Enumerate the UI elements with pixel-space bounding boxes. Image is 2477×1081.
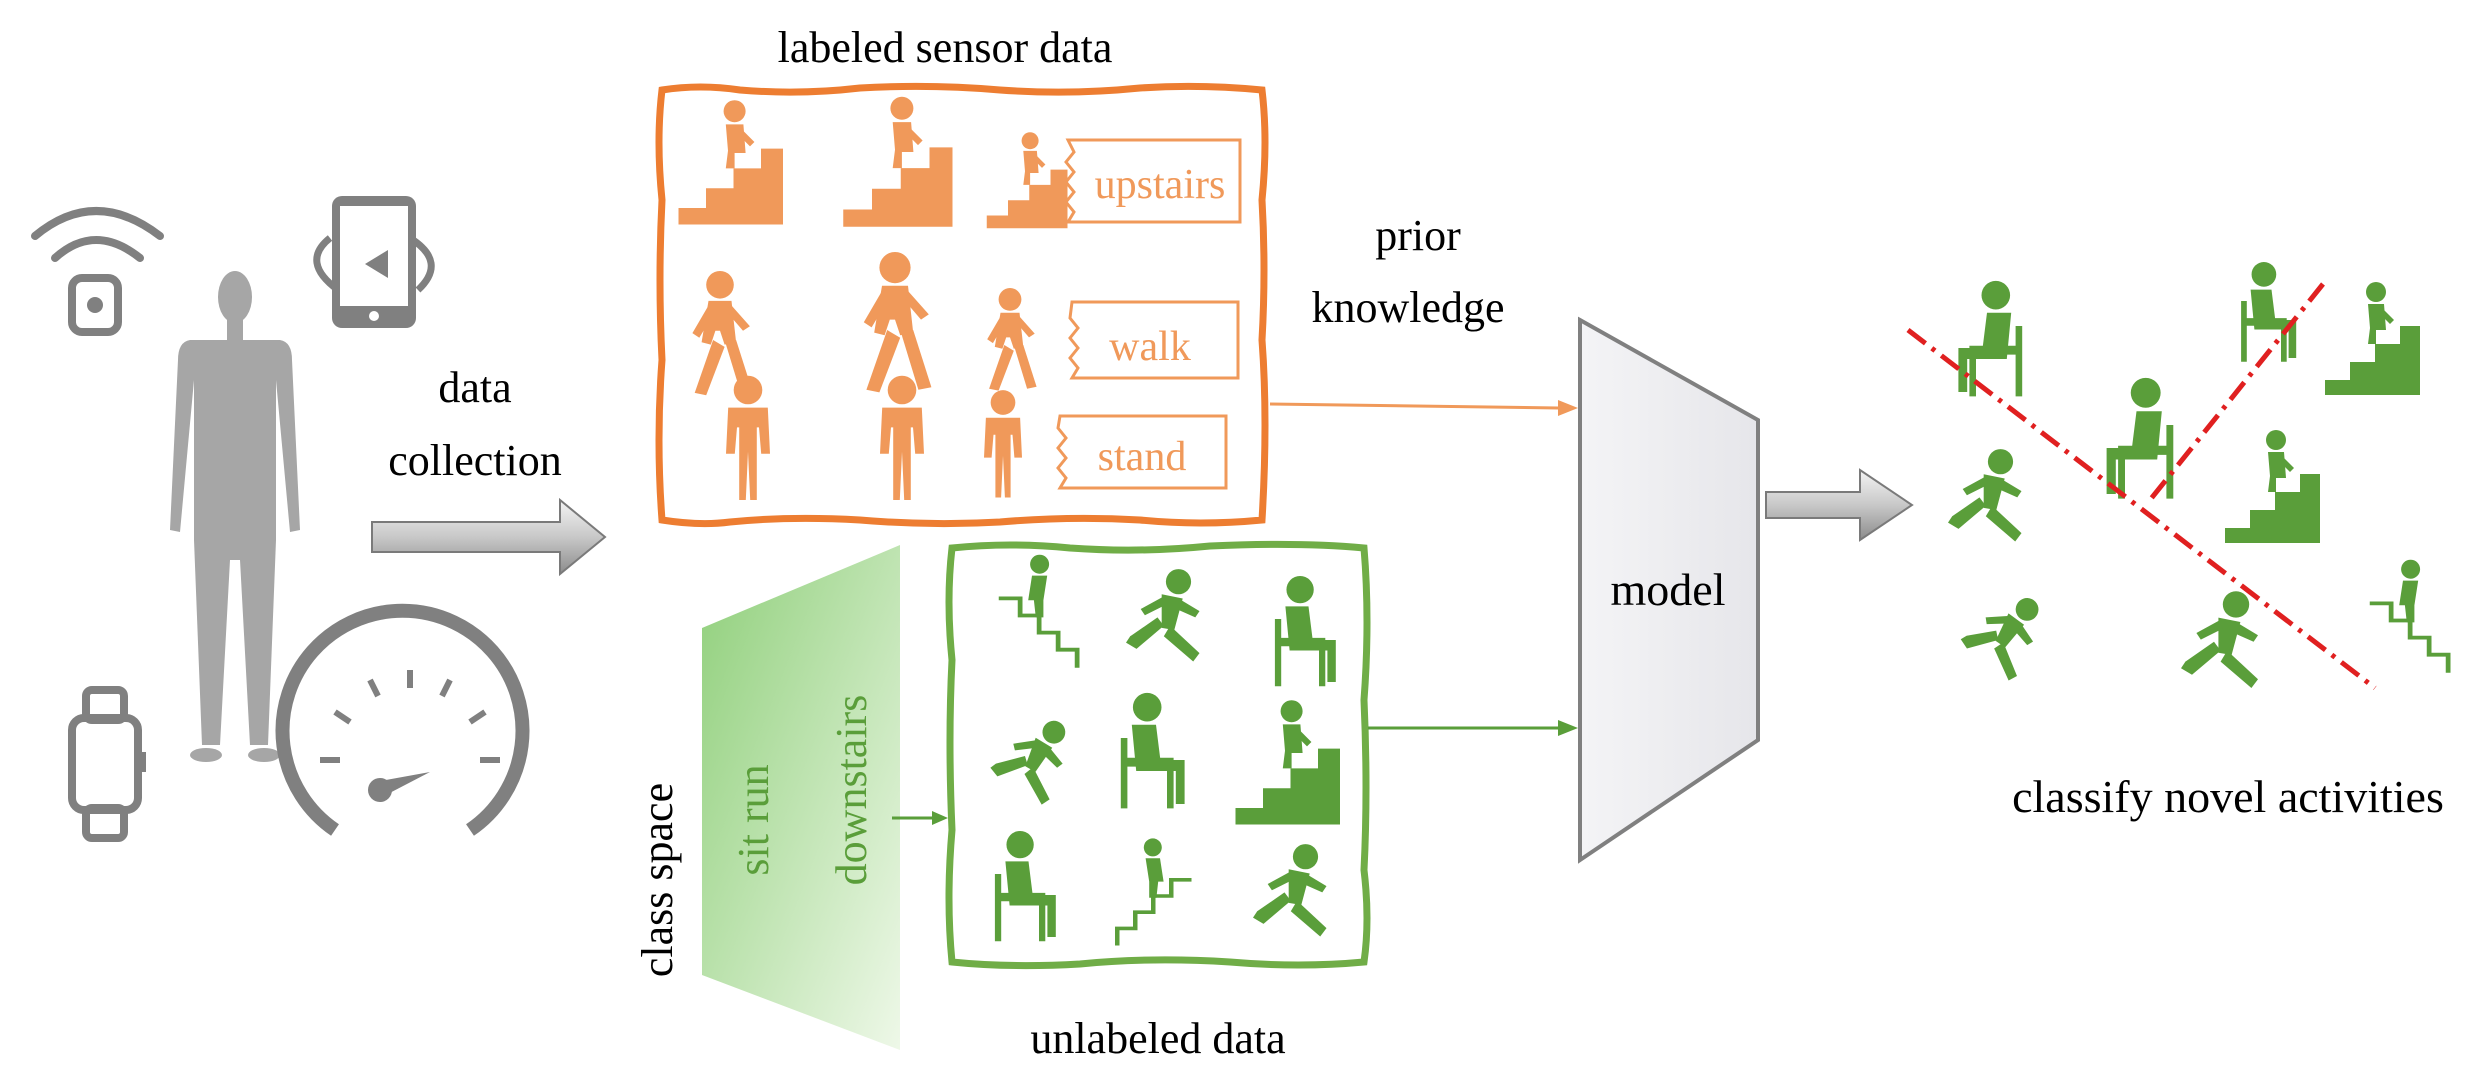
tag-upstairs-label: upstairs — [1095, 162, 1226, 208]
labeled-tags — [1056, 138, 1242, 490]
class-space-downstairs: downstairs — [827, 695, 876, 886]
novel-upstairs-2 — [2225, 430, 2320, 543]
speedometer-icon — [275, 603, 530, 836]
labeled-data-title: labeled sensor data — [778, 23, 1113, 72]
boundary-line-1 — [1906, 328, 2377, 690]
data-collection-label-2: collection — [388, 436, 562, 485]
novel-run-1 — [1948, 449, 2022, 542]
boundary-line-2 — [2148, 282, 2325, 502]
wifi-icon — [31, 207, 164, 336]
novel-activities-pictograms — [1948, 262, 2451, 688]
class-space-fan — [702, 545, 900, 1050]
data-collection-arrow — [371, 497, 607, 577]
prior-knowledge-arrow — [1269, 400, 1578, 416]
class-space-arrow — [892, 811, 948, 825]
prior-knowledge-label-2: knowledge — [1311, 283, 1504, 332]
novel-run-3 — [2181, 591, 2258, 688]
model-label: model — [1611, 564, 1726, 615]
stand-tag — [1056, 414, 1228, 490]
prior-knowledge-label-1: prior — [1375, 211, 1461, 260]
novel-run-2 — [1953, 579, 2050, 683]
unlabeled-data-title: unlabeled data — [1030, 1014, 1285, 1063]
classify-novel-label: classify novel activities — [2012, 771, 2444, 822]
decision-boundaries — [1906, 282, 2377, 690]
novel-sit-2 — [2241, 262, 2297, 362]
unlabeled-arrow — [1368, 720, 1578, 736]
phone-rotate-icon — [313, 196, 435, 328]
tag-walk-label: walk — [1109, 324, 1191, 370]
data-collection-label-1: data — [438, 363, 511, 412]
walk-tag — [1068, 300, 1240, 380]
class-space-sit-run: sit run — [729, 764, 778, 875]
class-space-label: class space — [633, 783, 682, 977]
novel-sit-1 — [1958, 280, 2023, 397]
tag-stand-label: stand — [1098, 434, 1187, 480]
novel-upstairs-1 — [2325, 282, 2420, 395]
model-output-arrow — [1765, 468, 1914, 542]
smartwatch-icon — [68, 686, 146, 842]
person-silhouette — [170, 271, 300, 762]
upstairs-tag — [1064, 138, 1242, 224]
novel-downstairs-1 — [2369, 559, 2451, 673]
model-block — [1578, 316, 1760, 864]
